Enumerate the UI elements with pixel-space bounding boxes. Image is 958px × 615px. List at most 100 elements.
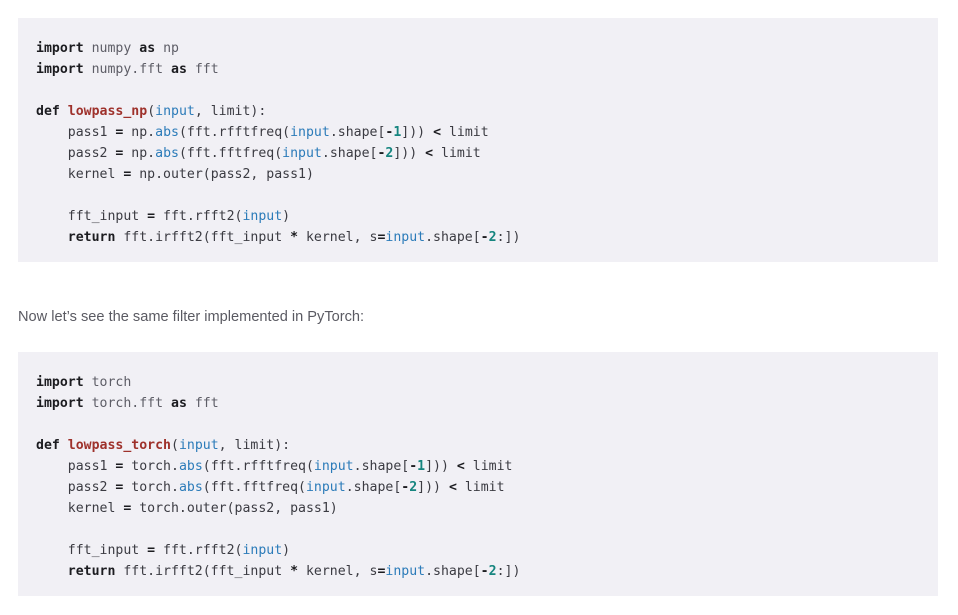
code-token-name: ])) [393, 146, 426, 161]
code-line: pass1 = torch.abs(fft.rfftfreq(input.sha… [36, 456, 938, 477]
code-token-name: ])) [425, 459, 457, 474]
code-token-punc: , limit): [218, 438, 291, 453]
code-token-name: .shape[ [425, 564, 481, 579]
code-token-name: .shape[ [425, 230, 481, 245]
code-token-builtin: input [305, 480, 346, 495]
code-token-mod: np [163, 41, 179, 56]
code-token-kw: def [36, 438, 60, 453]
code-token-op: = [115, 459, 124, 474]
code-token-kw: import [36, 375, 84, 390]
code-token-kw: import [36, 62, 84, 77]
code-token-name: limit [456, 480, 505, 495]
code-token-name: torch. [123, 459, 179, 474]
code-token-builtin: input [242, 209, 283, 224]
code-token-num: 1 [417, 459, 426, 474]
code-token-op: < [433, 125, 442, 140]
code-token-name: kernel [36, 167, 124, 182]
code-token-name: limit [441, 125, 489, 140]
code-token-mod: numpy.fft [91, 62, 164, 77]
code-token-name [36, 230, 68, 245]
code-line: import numpy as np [36, 38, 938, 59]
code-token-func: lowpass_np [67, 104, 148, 119]
code-line: def lowpass_np(input, limit): [36, 101, 938, 122]
code-token-name: .shape[ [345, 480, 402, 495]
code-token-punc: , limit): [194, 104, 267, 119]
code-line: def lowpass_torch(input, limit): [36, 435, 938, 456]
code-token-mod: torch.fft [91, 396, 164, 411]
code-token-kw: as [139, 41, 156, 56]
code-token-kw: def [36, 104, 60, 119]
code-token-op: = [147, 209, 156, 224]
code-token-name: kernel [36, 501, 124, 516]
code-token-op: = [115, 480, 124, 495]
code-line: pass2 = torch.abs(fft.fftfreq(input.shap… [36, 477, 938, 498]
code-token-punc [187, 62, 195, 77]
code-token-builtin: input [385, 230, 426, 245]
code-token-punc [84, 396, 92, 411]
code-line: kernel = torch.outer(pass2, pass1) [36, 498, 938, 519]
code-token-name: fft.irfft2(fft_input [115, 230, 291, 245]
code-token-name: .shape[ [329, 125, 386, 140]
code-token-op: < [425, 146, 434, 161]
code-token-name [36, 564, 68, 579]
code-token-name: torch. [123, 480, 179, 495]
code-token-op: - [409, 459, 418, 474]
code-token-punc [84, 62, 92, 77]
code-token-op: - [480, 564, 489, 579]
code-token-mod: torch [91, 375, 132, 390]
code-token-kw: as [171, 62, 187, 77]
code-token-name: (fft.fftfreq( [178, 146, 283, 161]
code-token-name: fft_input [36, 543, 148, 558]
code-token-op: = [377, 230, 386, 245]
code-token-builtin: input [313, 459, 354, 474]
code-token-op: < [456, 459, 465, 474]
code-token-name: np.outer(pass2, pass1) [131, 167, 314, 182]
code-token-builtin: input [242, 543, 283, 558]
code-token-op: - [377, 146, 386, 161]
code-token-punc: ( [147, 104, 156, 119]
code-line: return fft.irfft2(fft_input * kernel, s=… [36, 227, 938, 248]
code-token-op: = [377, 564, 386, 579]
code-token-builtin: abs [155, 125, 179, 140]
code-line: ​ [36, 80, 938, 101]
code-token-op: = [123, 167, 132, 182]
code-token-name: kernel, s [298, 564, 378, 579]
code-token-name: fft.rfft2( [155, 543, 243, 558]
code-token-num: 2 [488, 230, 497, 245]
code-token-op: = [123, 501, 132, 516]
code-token-builtin: abs [178, 459, 203, 474]
code-token-name: fft.rfft2( [155, 209, 243, 224]
code-token-name: :]) [496, 230, 521, 245]
code-line: import torch [36, 372, 938, 393]
code-token-name: .shape[ [353, 459, 410, 474]
code-token-name: pass2 [36, 146, 116, 161]
code-token-punc: ( [171, 438, 179, 453]
paragraph-pytorch-intro: Now let’s see the same filter implemente… [18, 309, 365, 325]
code-token-kw: return [67, 564, 116, 579]
code-token-builtin: input [385, 564, 426, 579]
code-token-mod: fft [194, 396, 219, 411]
code-token-builtin: input [178, 438, 219, 453]
code-token-builtin: input [155, 104, 195, 119]
code-token-op: = [115, 146, 124, 161]
code-line: import torch.fft as fft [36, 393, 938, 414]
code-token-mod: numpy [91, 41, 132, 56]
code-token-name: :]) [496, 564, 521, 579]
code-token-builtin: abs [178, 480, 203, 495]
code-token-punc [84, 375, 92, 390]
code-token-kw: import [36, 396, 84, 411]
code-token-op: = [115, 125, 124, 140]
code-token-num: 2 [409, 480, 418, 495]
code-token-punc [163, 396, 171, 411]
code-line: fft_input = fft.rfft2(input) [36, 206, 938, 227]
code-token-mod: fft [194, 62, 219, 77]
code-line: ​ [36, 414, 938, 435]
code-token-op: = [147, 543, 156, 558]
code-token-name: ) [282, 543, 291, 558]
code-token-kw: import [36, 41, 84, 56]
code-token-name: (fft.rfftfreq( [178, 125, 291, 140]
code-token-name: limit [464, 459, 513, 474]
